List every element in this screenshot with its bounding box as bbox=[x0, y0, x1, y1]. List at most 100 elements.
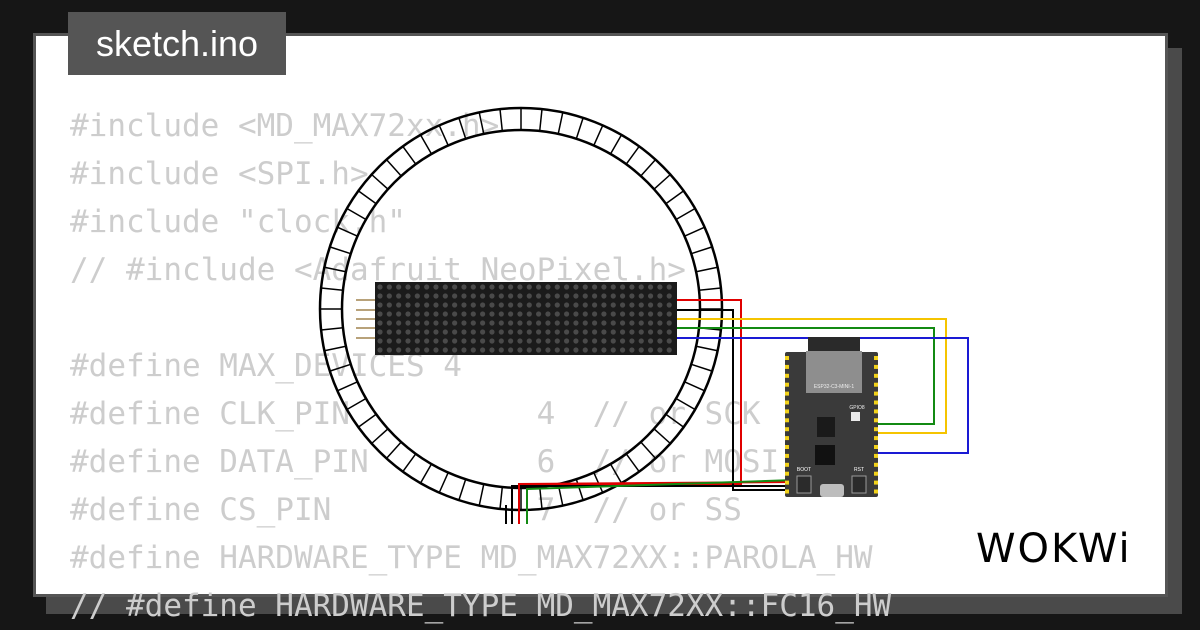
boot-button[interactable] bbox=[796, 475, 812, 494]
matrix-led bbox=[489, 293, 495, 299]
matrix-led bbox=[564, 284, 570, 290]
ring-pixel-divider bbox=[538, 109, 543, 132]
ring-pixel-divider bbox=[499, 486, 504, 509]
matrix-led bbox=[433, 338, 439, 344]
matrix-led bbox=[610, 302, 616, 308]
matrix-led bbox=[526, 320, 532, 326]
matrix-led bbox=[461, 329, 467, 335]
board-pins bbox=[785, 356, 878, 494]
matrix-led bbox=[480, 284, 486, 290]
header-pin-left bbox=[785, 453, 789, 458]
ring-pixel-divider bbox=[640, 159, 657, 177]
matrix-led bbox=[489, 311, 495, 317]
matrix-led bbox=[405, 311, 411, 317]
header-pin-left bbox=[785, 480, 789, 485]
header-pin-left bbox=[785, 471, 789, 476]
matrix-led bbox=[638, 347, 644, 353]
wire-black-ring[interactable] bbox=[511, 485, 795, 524]
matrix-led bbox=[498, 329, 504, 335]
matrix-led bbox=[489, 329, 495, 335]
matrix-led bbox=[638, 338, 644, 344]
ring-pixel-divider bbox=[691, 363, 713, 372]
matrix-led bbox=[442, 311, 448, 317]
matrix-led bbox=[657, 347, 663, 353]
matrix-led bbox=[666, 329, 672, 335]
matrix-led bbox=[564, 311, 570, 317]
header-pin-right bbox=[874, 436, 878, 441]
matrix-led bbox=[396, 347, 402, 353]
matrix-led bbox=[545, 320, 551, 326]
matrix-led bbox=[433, 320, 439, 326]
file-tab[interactable]: sketch.ino bbox=[68, 12, 286, 75]
matrix-led bbox=[564, 338, 570, 344]
header-pin-right bbox=[874, 445, 878, 449]
matrix-led bbox=[573, 293, 579, 299]
header-pin-left bbox=[785, 418, 789, 423]
header-pin-right bbox=[874, 356, 878, 360]
ring-pixel-divider bbox=[371, 428, 389, 445]
ring-pixel-divider bbox=[684, 226, 705, 237]
matrix-led bbox=[424, 320, 430, 326]
ring-pixel-divider bbox=[337, 226, 358, 237]
matrix-led bbox=[424, 347, 430, 353]
matrix-led bbox=[545, 338, 551, 344]
matrix-led bbox=[461, 320, 467, 326]
matrix-led bbox=[582, 338, 588, 344]
main-chip bbox=[815, 445, 835, 465]
matrix-led bbox=[517, 347, 523, 353]
led-matrix[interactable] bbox=[356, 282, 693, 355]
matrix-led bbox=[573, 338, 579, 344]
matrix-led bbox=[377, 347, 383, 353]
matrix-led bbox=[554, 293, 560, 299]
matrix-led bbox=[498, 320, 504, 326]
esp32-c3-board[interactable]: ESP32-C3-MINI-1 GPIO8 BOOT RST bbox=[785, 337, 878, 497]
code-line: #include <MD_MAX72xx.h> bbox=[70, 108, 500, 144]
matrix-led bbox=[647, 338, 654, 344]
matrix-led bbox=[452, 293, 458, 299]
matrix-led bbox=[377, 293, 383, 299]
matrix-led bbox=[396, 302, 402, 308]
matrix-led bbox=[526, 293, 532, 299]
matrix-leds bbox=[377, 284, 672, 353]
wire-black[interactable] bbox=[677, 309, 795, 491]
ring-pixel-divider bbox=[337, 381, 358, 392]
matrix-led bbox=[582, 284, 588, 290]
ring-pixel-divider bbox=[665, 190, 685, 205]
wire-green-ring[interactable] bbox=[526, 479, 796, 524]
wire-yellow[interactable] bbox=[677, 318, 947, 434]
ring-pixel-divider bbox=[346, 397, 367, 411]
matrix-led bbox=[545, 329, 551, 335]
matrix-led bbox=[536, 320, 542, 326]
ring-pixel-divider bbox=[625, 145, 640, 165]
matrix-led bbox=[647, 284, 654, 290]
matrix-led bbox=[554, 302, 560, 308]
matrix-led bbox=[536, 293, 542, 299]
ring-pixel-divider bbox=[346, 207, 367, 221]
matrix-led bbox=[545, 347, 551, 353]
header-pin-right bbox=[874, 391, 878, 396]
matrix-led bbox=[414, 293, 420, 299]
matrix-led bbox=[573, 284, 579, 290]
matrix-led bbox=[619, 338, 626, 344]
matrix-led bbox=[480, 311, 486, 317]
ring-pixel-divider bbox=[321, 326, 344, 331]
matrix-led bbox=[526, 347, 532, 353]
matrix-led bbox=[498, 338, 504, 344]
matrix-led bbox=[629, 302, 635, 308]
matrix-led bbox=[554, 347, 560, 353]
reset-button[interactable] bbox=[851, 475, 867, 494]
matrix-led bbox=[517, 329, 523, 335]
matrix-led bbox=[536, 338, 542, 344]
matrix-led bbox=[508, 302, 514, 308]
matrix-led bbox=[554, 284, 560, 290]
matrix-led bbox=[545, 284, 551, 290]
wokwi-logo: WOKWi bbox=[976, 526, 1132, 572]
wire-green[interactable] bbox=[677, 327, 935, 425]
matrix-led bbox=[470, 284, 476, 290]
matrix-led bbox=[433, 347, 439, 353]
matrix-led bbox=[452, 311, 458, 317]
ring-pixel-divider bbox=[538, 486, 543, 509]
boot-label: BOOT bbox=[797, 467, 811, 473]
matrix-body bbox=[375, 282, 677, 355]
matrix-led bbox=[657, 320, 663, 326]
